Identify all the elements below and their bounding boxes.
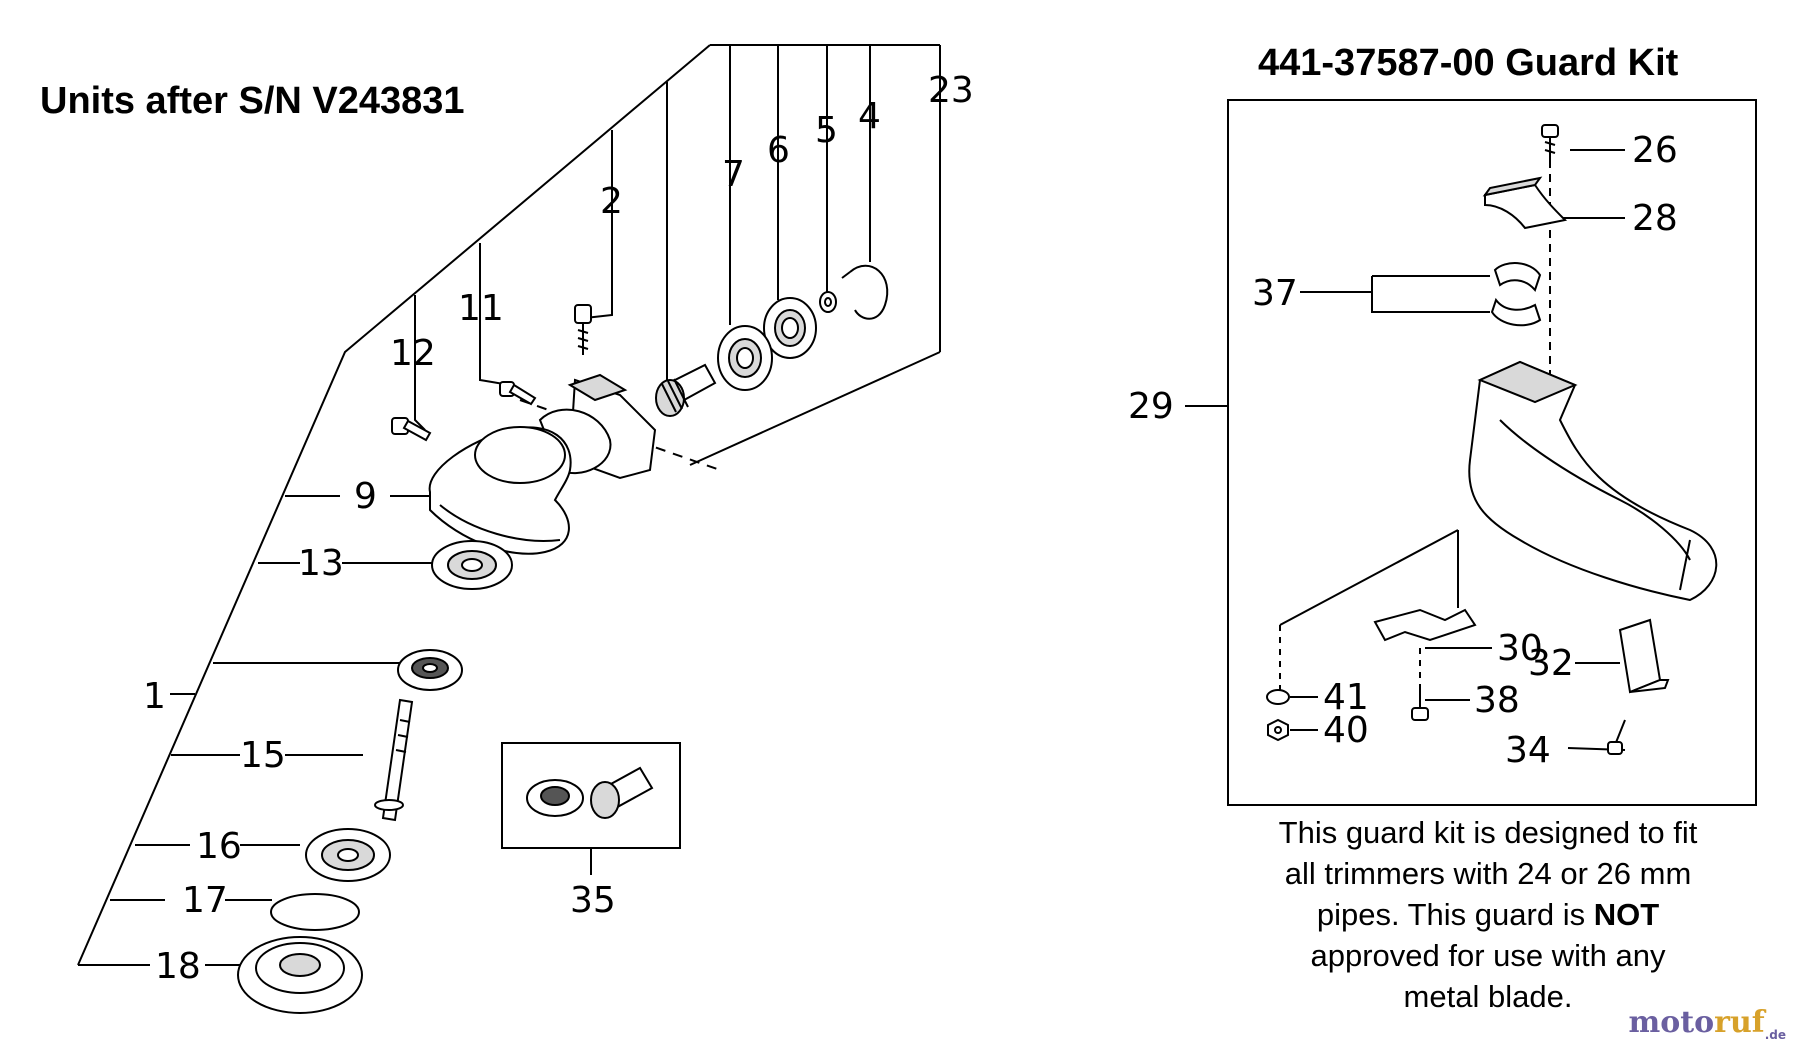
callout-2: 2 xyxy=(600,181,623,222)
note-line-3: pipes. This guard is NOT xyxy=(1218,894,1758,935)
part-3-pinion-gear xyxy=(655,363,717,417)
callout-37: 37 xyxy=(1252,273,1298,314)
guard-kit-frame xyxy=(1185,99,1757,806)
part-26-screw xyxy=(1541,124,1559,160)
part-5-washer xyxy=(819,291,837,313)
part-34-screw xyxy=(1607,719,1626,755)
part-41-washer xyxy=(1266,689,1290,705)
kit-35-box xyxy=(501,742,681,875)
callout-12: 12 xyxy=(390,333,436,374)
callout-26: 26 xyxy=(1632,130,1678,171)
part-30-bracket xyxy=(1373,608,1477,642)
part-17-circlip xyxy=(270,893,360,931)
callout-16: 16 xyxy=(196,826,242,867)
note-line-1: This guard kit is designed to fit xyxy=(1278,815,1698,850)
callout-30: 30 xyxy=(1497,628,1543,669)
watermark-part-1: moto xyxy=(1628,1005,1715,1040)
callout-18: 18 xyxy=(155,946,201,987)
callout-29: 29 xyxy=(1128,386,1174,427)
part-18-adapter-plate xyxy=(237,936,363,1014)
callout-23: 23 xyxy=(928,70,974,111)
part-7-bearing xyxy=(717,325,773,391)
part-13-bearing xyxy=(431,540,513,590)
watermark-suffix: .de xyxy=(1764,1028,1786,1042)
callout-38: 38 xyxy=(1474,680,1520,721)
note-line-4: approved for use with any xyxy=(1310,938,1666,973)
part-9-gear-housing xyxy=(428,426,572,555)
note-line-3-text: pipes. This guard is xyxy=(1316,897,1594,932)
callout-7: 7 xyxy=(722,154,745,195)
units-serial-heading: Units after S/N V243831 xyxy=(40,80,465,122)
site-watermark: motoruf.de xyxy=(1629,1005,1786,1042)
note-line-5: metal blade. xyxy=(1403,979,1573,1014)
part-2-screw xyxy=(574,304,592,355)
part-29-guard xyxy=(1468,360,1718,602)
callout-13: 13 xyxy=(298,543,344,584)
part-4-circlip xyxy=(841,264,889,320)
callout-35: 35 xyxy=(570,880,616,921)
callout-32: 32 xyxy=(1528,643,1574,684)
part-37-clamp-halves xyxy=(1490,262,1542,327)
part-6-bearing xyxy=(763,297,817,359)
part-16-bearing xyxy=(305,828,391,882)
leader-lines-left xyxy=(77,44,941,966)
callout-28: 28 xyxy=(1632,198,1678,239)
part-28-clamp xyxy=(1482,176,1568,230)
callout-6: 6 xyxy=(767,130,790,171)
callout-15: 15 xyxy=(240,735,286,776)
callout-11: 11 xyxy=(458,288,504,329)
callout-5: 5 xyxy=(815,110,838,151)
part-14-bevel-gear xyxy=(397,649,463,691)
callout-34: 34 xyxy=(1505,730,1551,771)
guard-kit-note: This guard kit is designed to fit all tr… xyxy=(1218,812,1758,1017)
part-11-bolt xyxy=(499,381,537,406)
callout-41: 41 xyxy=(1323,677,1369,718)
callout-9: 9 xyxy=(354,476,377,517)
note-line-2: all trimmers with 24 or 26 mm xyxy=(1284,856,1692,891)
note-line-3-emphasis: NOT xyxy=(1593,897,1660,932)
part-12-bolt xyxy=(391,417,432,442)
part-40-nut xyxy=(1267,718,1289,742)
callout-4: 4 xyxy=(858,96,881,137)
guard-kit-title: 441-37587-00 Guard Kit xyxy=(1258,42,1679,84)
part-32-blade-clip xyxy=(1618,618,1670,694)
callout-1: 1 xyxy=(143,676,166,717)
callout-17: 17 xyxy=(182,880,228,921)
watermark-part-2: ruf xyxy=(1714,1005,1765,1040)
callout-40: 40 xyxy=(1323,710,1369,751)
part-15-shaft xyxy=(374,698,414,822)
part-38-screw xyxy=(1411,688,1429,721)
